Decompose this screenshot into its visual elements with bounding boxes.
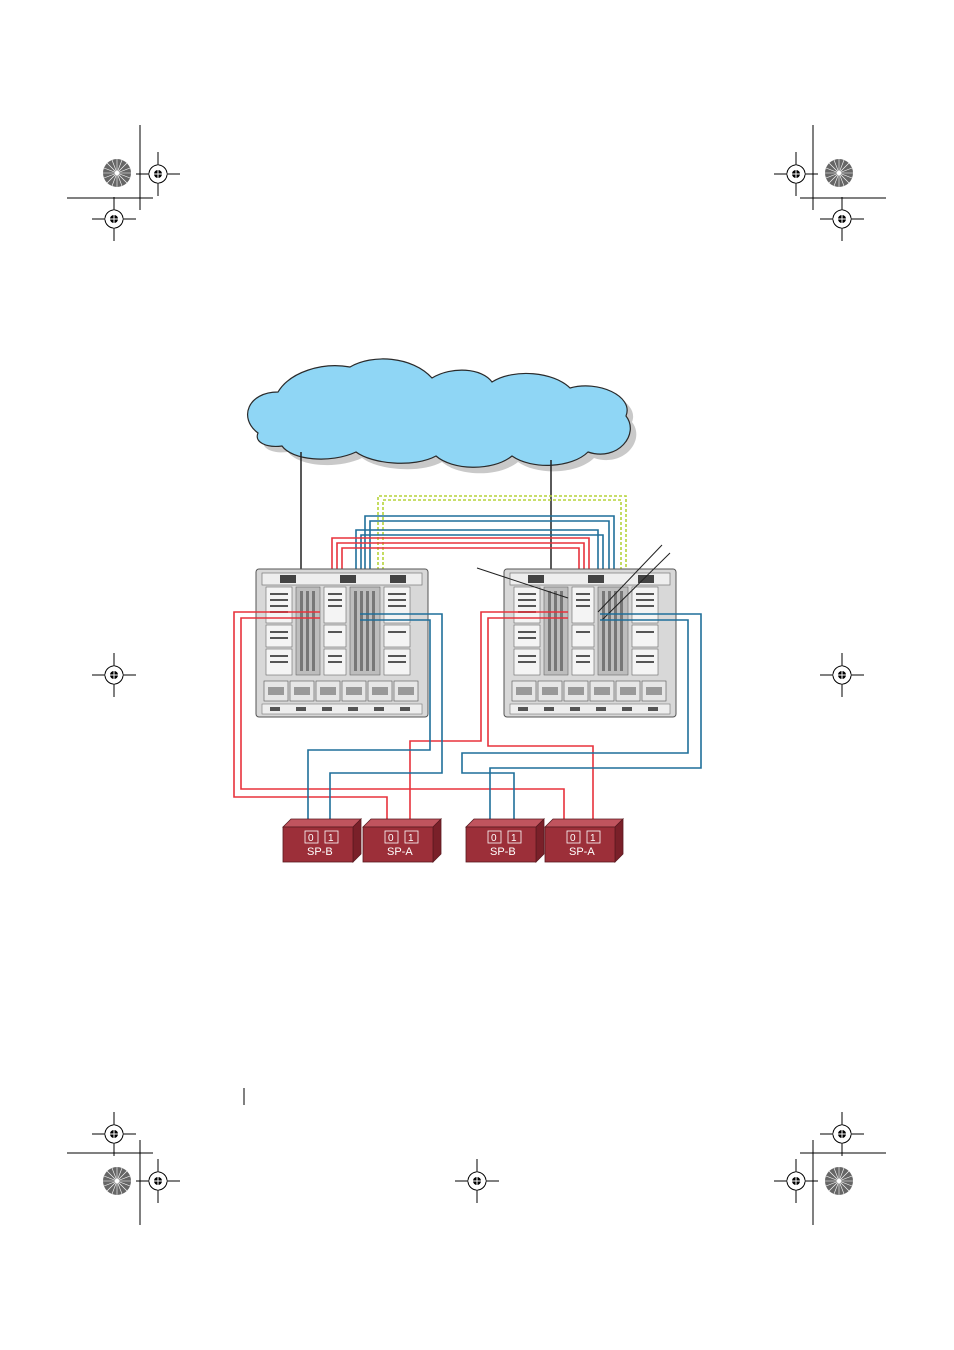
storage-unit-4: 0 1 SP-A [545,819,623,862]
registration-mark-icon [136,1159,180,1203]
storage-processor-label: SP-A [569,846,595,858]
storage-processor-label: SP-B [307,846,333,858]
port-label: 0 [570,833,576,844]
color-bar-icon [103,1167,131,1195]
registration-mark-icon [92,197,136,241]
network-uplinks [301,452,551,582]
blade-enclosure-right [504,569,676,717]
registration-mark-icon [92,1112,136,1156]
storage-unit-1: 0 1 SP-B [283,819,361,862]
port-label: 1 [408,833,414,844]
port-label: 1 [590,833,596,844]
port-label: 1 [511,833,517,844]
crop-marks [67,125,886,1225]
registration-mark-icon [774,152,818,196]
storage-processor-label: SP-A [387,846,413,858]
storage-processor-label: SP-B [490,846,516,858]
color-bar-icon [103,159,131,187]
port-label: 0 [491,833,497,844]
registration-mark-icon [136,152,180,196]
storage-unit-3: 0 1 SP-B [466,819,544,862]
storage-unit-2: 0 1 SP-A [363,819,441,862]
port-label: 0 [308,833,314,844]
registration-mark-icon [92,653,136,697]
port-label: 1 [328,833,334,844]
color-bar-icon [825,159,853,187]
registration-mark-icon [820,1112,864,1156]
blade-enclosure-left [256,569,428,717]
registration-mark-icon [455,1159,499,1203]
registration-mark-icon [820,653,864,697]
network-cloud [248,359,637,473]
color-bar-icon [825,1167,853,1195]
port-label: 0 [388,833,394,844]
registration-mark-icon [820,197,864,241]
registration-mark-icon [774,1159,818,1203]
